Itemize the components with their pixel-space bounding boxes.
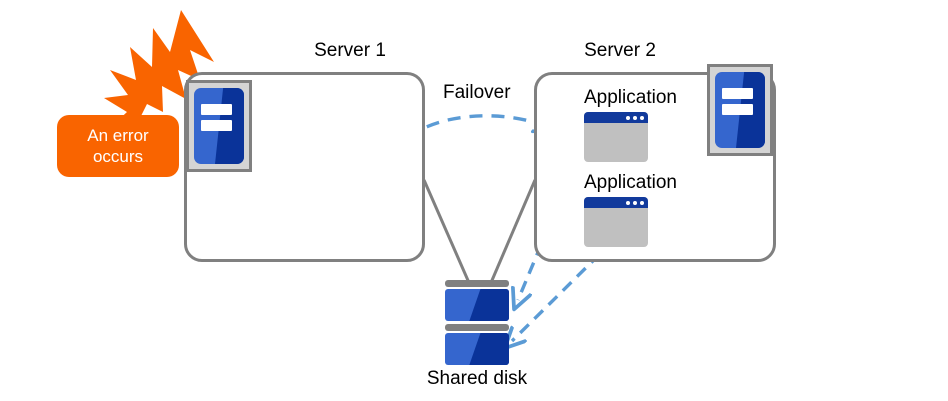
disk-cap-1 [445,280,509,287]
machine-icon-bar-top [722,87,753,99]
machine-icon-bar-top [201,103,232,115]
machine-icon-body [194,88,244,164]
disk-platter-2 [445,333,509,365]
server-1-title: Server 1 [314,40,386,61]
application-2: Application [584,173,677,247]
app-titlebar [584,197,648,208]
explosion-burst-icon [104,10,214,126]
application-window-icon [584,112,648,162]
shared-disk-icon [445,280,509,368]
server-2-title: Server 2 [584,40,656,61]
app-dot-3 [640,115,644,120]
shared-disk-label: Shared disk [426,368,528,389]
error-callout-text: An error occurs [87,126,149,166]
disk-cap-2 [445,324,509,331]
failover-label: Failover [443,82,511,103]
application-2-label: Application [584,172,677,193]
application-window-icon [584,197,648,247]
disk-connector-lines [422,179,537,286]
app-dot-3 [640,200,644,205]
app-dot-2 [633,115,637,120]
server-1-machine-icon [186,80,252,172]
failover-arrow [406,116,545,140]
disk-platter-1 [445,289,509,321]
machine-icon-bar-bottom [201,119,232,131]
error-callout-bubble: An error occurs [57,115,179,177]
app-dot-1 [626,115,630,120]
machine-icon-bar-bottom [722,103,753,115]
application-1-label: Application [584,87,677,108]
app-dot-2 [633,200,637,205]
application-1: Application [584,88,677,162]
app-titlebar [584,112,648,123]
app-dot-1 [626,200,630,205]
server-2-machine-icon [707,64,773,156]
machine-icon-body [715,72,765,148]
